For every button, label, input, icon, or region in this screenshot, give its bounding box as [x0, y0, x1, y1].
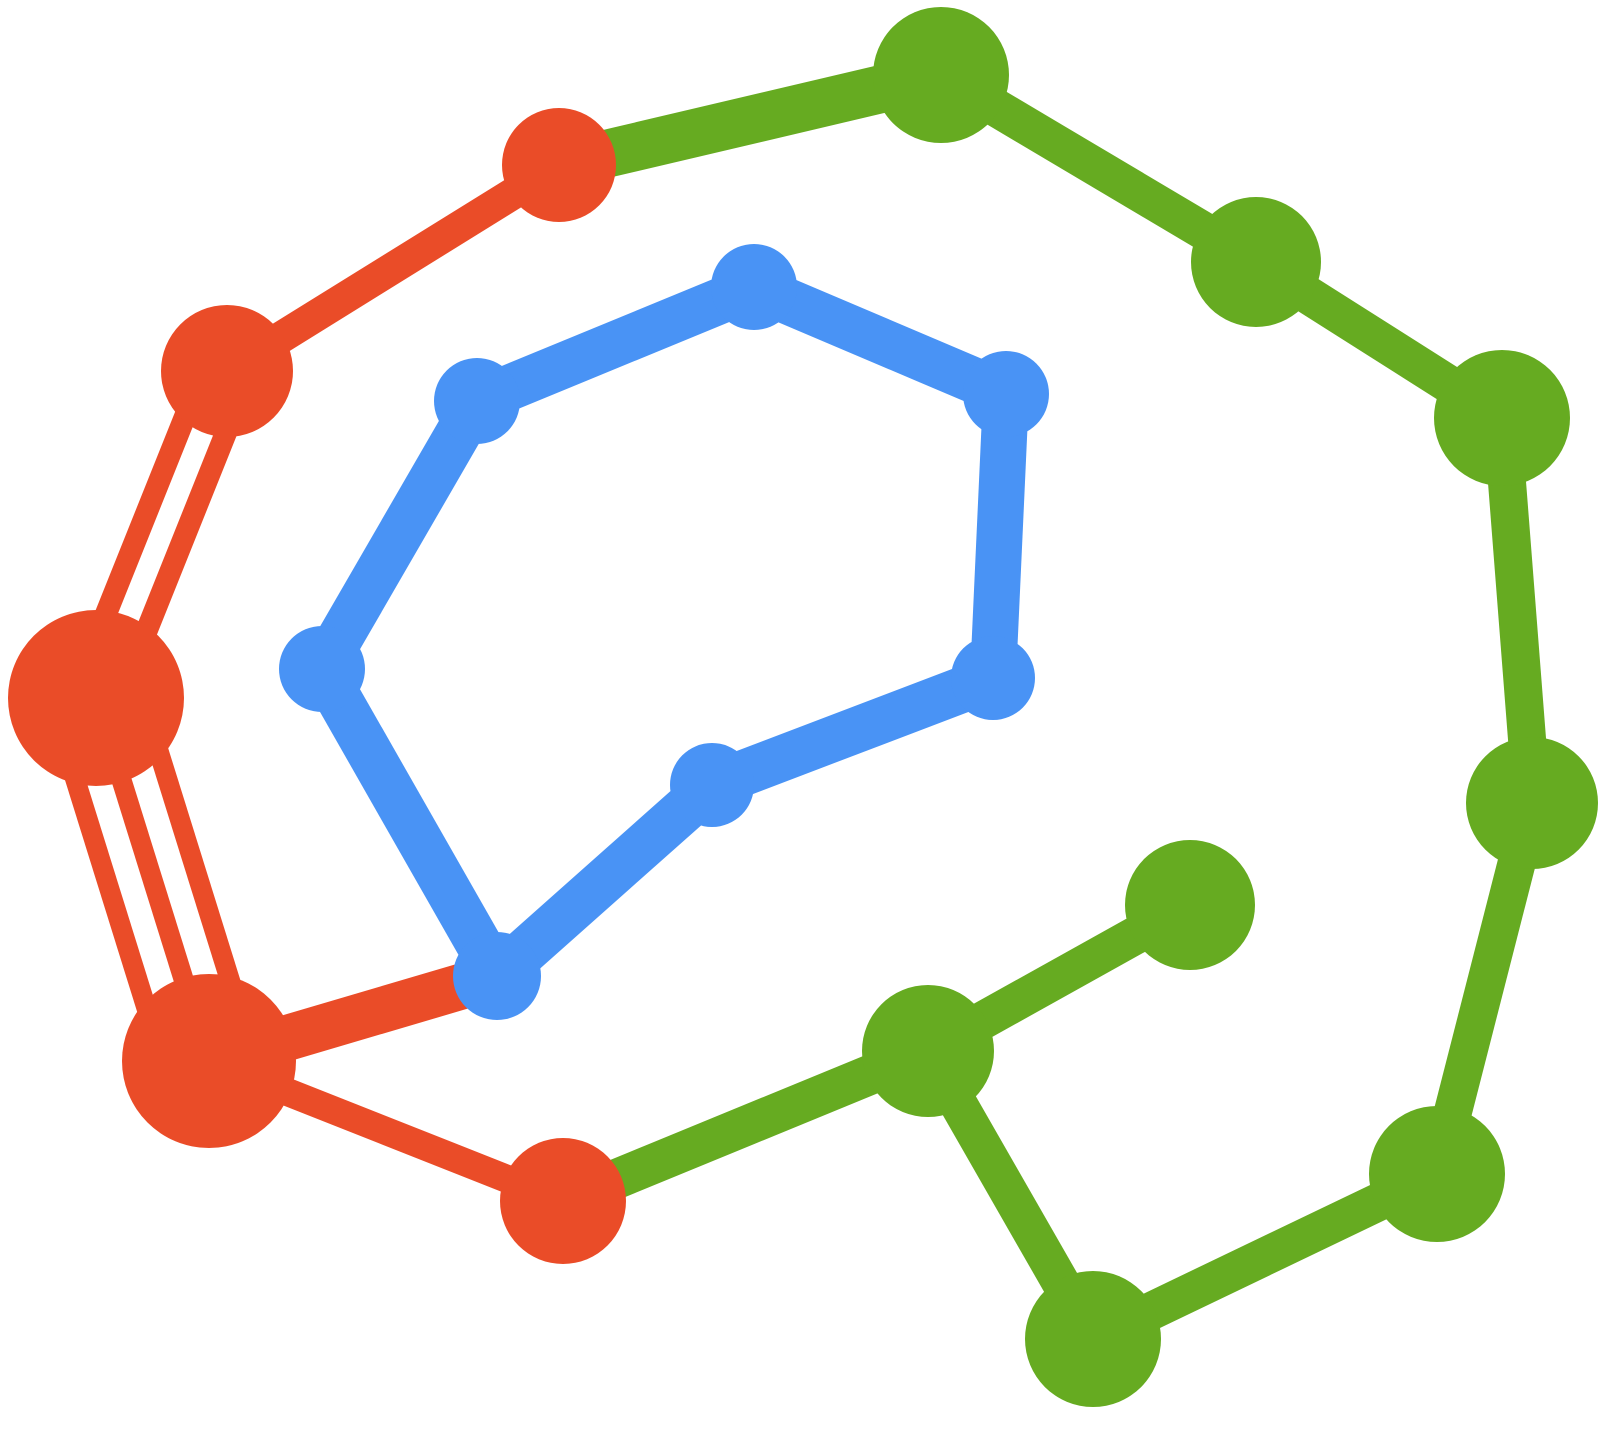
- atom-o1: [502, 108, 616, 222]
- atom-g1: [873, 7, 1009, 143]
- atom-g3: [1434, 350, 1570, 486]
- atom-g7: [862, 985, 994, 1117]
- bond-b5-b6: [302, 657, 517, 988]
- atom-b3: [951, 636, 1035, 720]
- atom-o3: [8, 610, 184, 786]
- atom-g2: [1191, 197, 1321, 327]
- atom-layer: [8, 7, 1598, 1407]
- atom-o4: [122, 974, 296, 1148]
- bond-b4-b5: [481, 767, 728, 994]
- atom-b4: [670, 743, 754, 827]
- atom-b5: [453, 932, 541, 1020]
- bond-b2-b3: [970, 392, 1029, 680]
- atom-o2: [161, 305, 293, 437]
- bond-b7-b1: [468, 265, 763, 423]
- bond-b1-b2: [745, 265, 1015, 416]
- atom-g8: [1125, 840, 1255, 970]
- atom-b1: [711, 244, 797, 330]
- bond-b3-b4: [703, 656, 1002, 807]
- atom-b7: [434, 358, 520, 444]
- bond-overlay-layer: [302, 265, 1029, 994]
- bond-b6-b7: [302, 389, 497, 681]
- atom-b6: [279, 626, 365, 712]
- atom-b2: [963, 351, 1049, 437]
- atom-g6: [1025, 1271, 1161, 1407]
- atom-g5: [1369, 1106, 1505, 1242]
- atom-o5: [500, 1138, 626, 1264]
- atom-g4: [1466, 737, 1598, 869]
- atom-overlay-layer: [279, 244, 1049, 1020]
